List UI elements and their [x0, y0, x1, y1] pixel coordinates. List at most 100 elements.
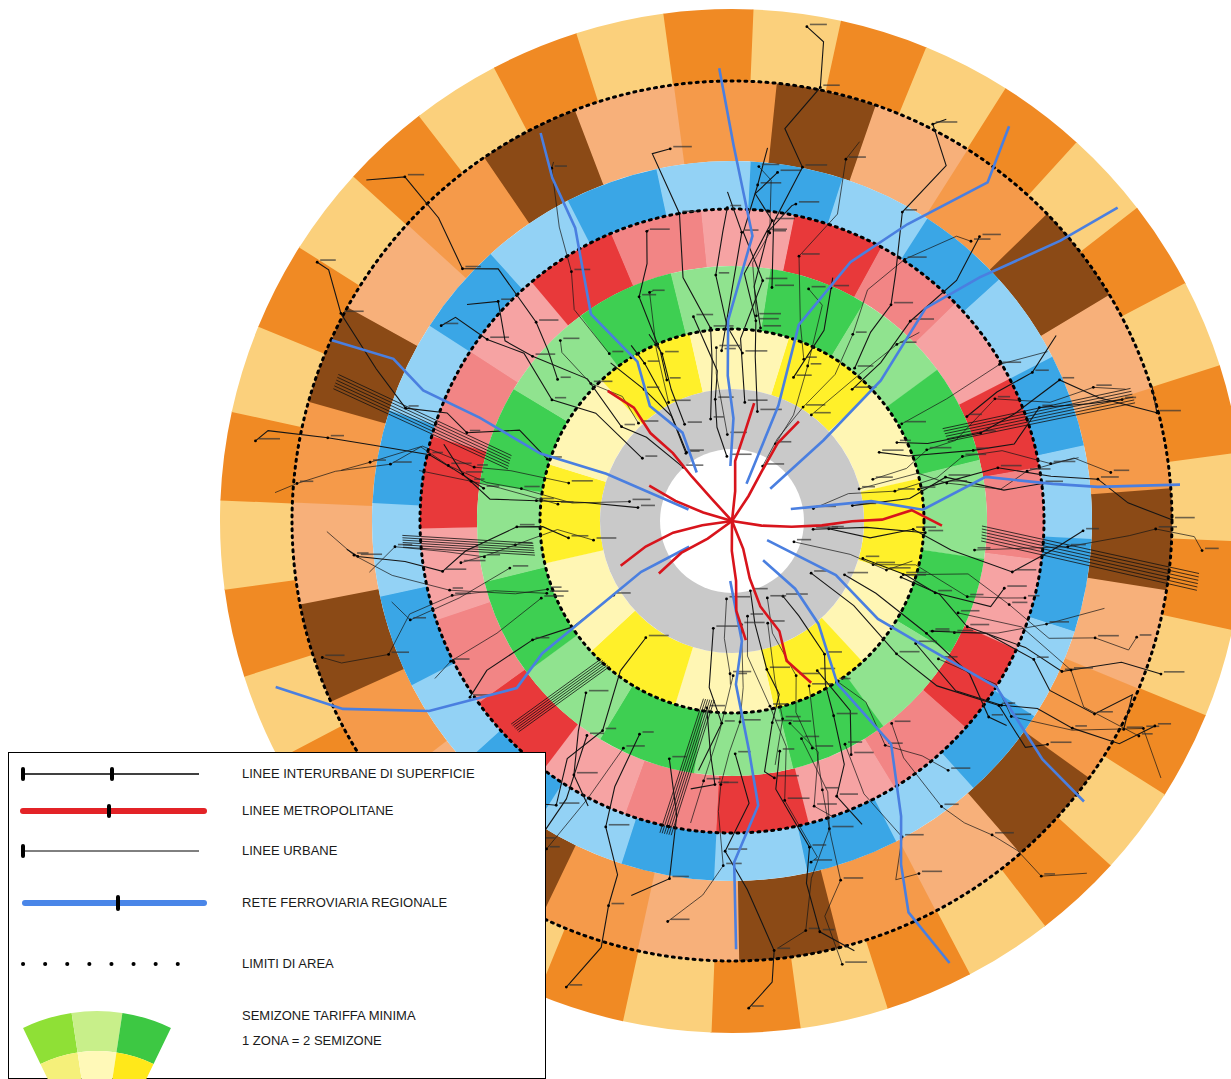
stop-dot [853, 367, 856, 370]
stop-mark [300, 480, 313, 482]
stop-dot [806, 365, 809, 368]
stop-dot [885, 569, 888, 572]
stop-mark [828, 651, 842, 653]
line-bundle [513, 660, 603, 725]
stop-dot [901, 211, 904, 214]
stop-mark [653, 289, 665, 291]
stop-mark [753, 588, 767, 590]
legend-text: LINEE INTERURBANE DI SUPERFICIE [242, 766, 475, 782]
semizone-segment [750, 9, 842, 91]
stop-dot [720, 722, 723, 725]
legend-tick [21, 767, 25, 781]
stop-dot [1171, 518, 1174, 521]
stop-dot [961, 455, 964, 458]
stop-dot [749, 589, 752, 592]
stop-dot [818, 930, 821, 933]
stop-dot [607, 904, 610, 907]
stop-mark [724, 782, 738, 784]
stop-dot [795, 674, 798, 677]
stop-dot [844, 743, 847, 746]
stop-dot [973, 549, 976, 552]
stop-dot [461, 473, 464, 476]
stop-dot [937, 658, 940, 661]
stop-dot [895, 343, 898, 346]
stop-dot [683, 423, 686, 426]
stop-mark [670, 377, 681, 379]
bus-line [722, 192, 742, 351]
stop-dot [931, 123, 934, 126]
regional-rail [763, 560, 949, 963]
semizone-swatch [78, 1051, 117, 1079]
stop-dot [934, 591, 937, 594]
stop-dot [555, 804, 558, 807]
semizone-segment [689, 329, 789, 395]
bus-line [897, 380, 1157, 444]
stop-dot [551, 398, 554, 401]
bus-line [744, 172, 777, 411]
line-bundle [403, 540, 534, 548]
legend-sample [23, 962, 199, 966]
bus-line [747, 616, 817, 862]
stop-mark [957, 630, 973, 632]
stop-mark [647, 386, 659, 388]
stop-mark [617, 592, 631, 594]
stop-mark [773, 230, 786, 232]
stop-mark [793, 720, 811, 722]
stop-dot [925, 632, 928, 635]
stop-mark [625, 424, 635, 426]
stop-mark [1007, 585, 1027, 587]
bus-line [467, 301, 683, 467]
stop-dot [482, 487, 485, 490]
metro-line [608, 391, 732, 521]
stop-mark [812, 286, 826, 288]
bus-line [699, 628, 722, 770]
stop-dot [839, 879, 842, 882]
bus-line [813, 527, 925, 532]
stop-mark [751, 613, 764, 615]
stop-mark [413, 617, 426, 619]
stop-dot [813, 805, 816, 808]
stop-mark [409, 405, 419, 407]
stop-dot [1008, 603, 1011, 606]
stop-dot [798, 255, 801, 258]
stop-dot [726, 206, 729, 209]
stop-dot [557, 503, 560, 506]
stop-dot [747, 1007, 750, 1010]
stop-dot [449, 660, 452, 663]
stop-mark [730, 205, 741, 207]
stop-dot [998, 363, 1001, 366]
stop-dot [644, 636, 647, 639]
stop-dot [732, 674, 735, 677]
bus-line [772, 27, 824, 288]
stop-dot [896, 441, 899, 444]
stop-dot [573, 773, 576, 776]
stop-dot [668, 757, 671, 760]
stop-mark [759, 318, 779, 320]
stop-dot [601, 729, 604, 732]
stop-dot [893, 490, 896, 493]
bus-line [775, 289, 822, 444]
stop-mark [922, 486, 936, 488]
stop-dot [987, 716, 990, 719]
line-bundle [334, 386, 508, 466]
stop-mark [1098, 711, 1113, 713]
stop-dot [340, 312, 343, 315]
stop-dot [810, 861, 813, 864]
stop-dot [353, 554, 356, 557]
stop-dot [638, 733, 641, 736]
stop-mark [938, 590, 952, 592]
regional-rail [770, 208, 1117, 489]
stop-dot [811, 747, 814, 750]
bus-line [892, 723, 1087, 876]
semizone-swatch [111, 1052, 153, 1079]
bus-line [783, 596, 862, 824]
stop-dot [1011, 571, 1014, 574]
line-bundle [667, 700, 710, 835]
semizone-segment [674, 81, 777, 164]
stop-dot [648, 291, 651, 294]
bus-line [855, 119, 947, 368]
stop-dot [739, 721, 742, 724]
stop-dot [807, 287, 810, 290]
stop-dot [957, 612, 960, 615]
stop-mark [1098, 635, 1119, 637]
